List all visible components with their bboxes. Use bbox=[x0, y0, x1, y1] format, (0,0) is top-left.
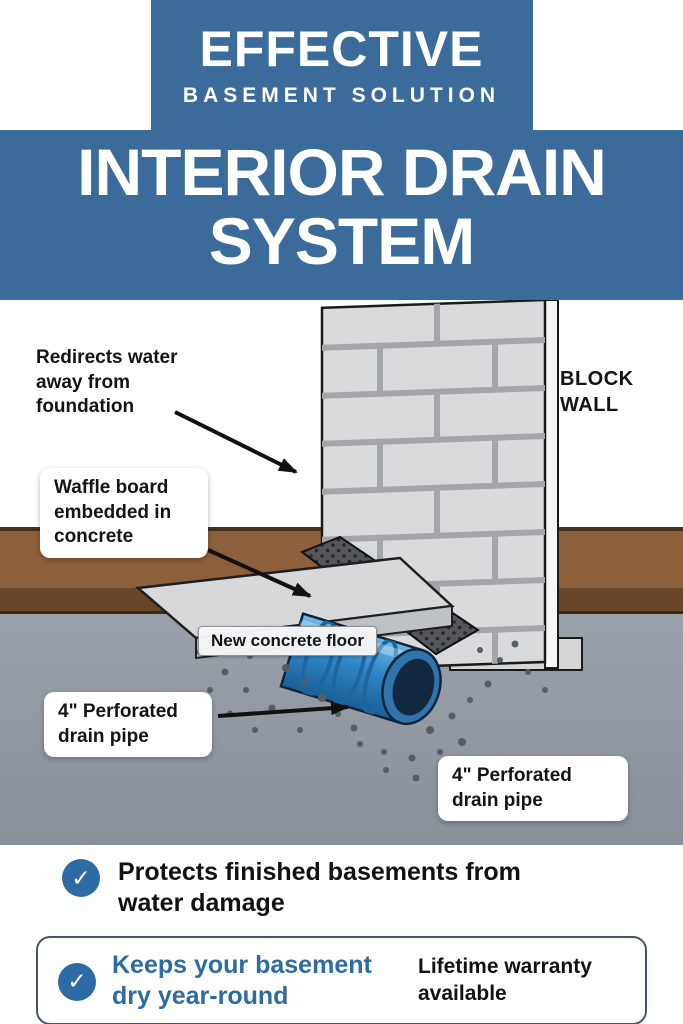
label-drain-pipe-right: 4" Perforated drain pipe bbox=[438, 756, 628, 822]
drain-system-diagram: Redirects water away from foundation BLO… bbox=[0, 300, 683, 845]
label-new-concrete-floor: New concrete floor bbox=[198, 626, 378, 657]
warranty-text: Lifetime warranty available bbox=[418, 955, 592, 1005]
label-redirects-water: Redirects water away from foundation bbox=[36, 347, 178, 418]
header-tab: EFFECTIVE BASEMENT SOLUTION bbox=[150, 0, 533, 130]
check-icon: ✓ bbox=[62, 859, 100, 897]
check-icon: ✓ bbox=[58, 962, 96, 1001]
benefit-protects-text: Protects finished basements from water d… bbox=[118, 858, 521, 917]
benefit-protects: ✓ Protects finished basements from water… bbox=[62, 857, 683, 918]
subtitle: BASEMENT SOLUTION bbox=[182, 84, 501, 107]
callout-arrows bbox=[174, 410, 350, 718]
benefits-section: ✓ Protects finished basements from water… bbox=[0, 845, 683, 1024]
benefit-dry-text: Keeps your basement dry year-round bbox=[112, 951, 372, 1010]
label-waffle-board: Waffle board embedded in concrete bbox=[40, 468, 208, 559]
warranty-box: ✓ Keeps your basement dry year-round Lif… bbox=[36, 936, 647, 1024]
page-title: INTERIOR DRAIN SYSTEM bbox=[77, 135, 607, 279]
drain-system-illustration bbox=[0, 300, 683, 845]
eyebrow-title: EFFECTIVE bbox=[199, 21, 484, 77]
header-banner: INTERIOR DRAIN SYSTEM bbox=[0, 130, 683, 300]
gravel bbox=[197, 627, 548, 782]
label-drain-pipe-left: 4" Perforated drain pipe bbox=[44, 692, 212, 758]
label-block-wall: BLOCK WALL bbox=[560, 368, 634, 416]
header: EFFECTIVE BASEMENT SOLUTION INTERIOR DRA… bbox=[0, 0, 683, 300]
